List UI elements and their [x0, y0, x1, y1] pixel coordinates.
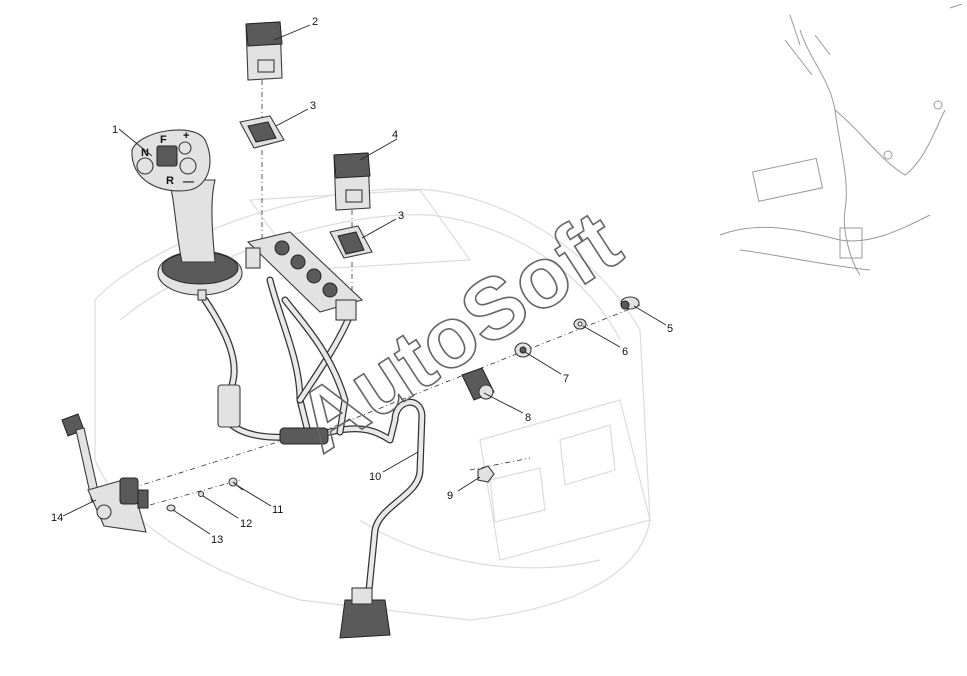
callout-10: 10 — [369, 471, 381, 483]
switch-panel-block — [245, 231, 364, 321]
callout-14: 14 — [51, 512, 63, 524]
callout-3a: 3 — [310, 100, 316, 112]
switch-part-8 — [461, 367, 495, 401]
leader-lines — [62, 24, 667, 535]
callout-2: 2 — [312, 16, 318, 28]
pedal-part-14 — [61, 413, 149, 533]
callout-12: 12 — [240, 518, 252, 530]
callout-8: 8 — [525, 412, 531, 424]
joystick-part-1: N F R + — — [131, 129, 243, 301]
knob-label-r: R — [166, 175, 174, 187]
knob-label-n: N — [141, 147, 149, 159]
knob-label-f: F — [160, 134, 167, 146]
switch-module-part-4 — [333, 152, 371, 211]
bezel-frame-part-3a — [239, 115, 285, 149]
callout-labels: 1 2 3 3 4 5 6 7 8 9 10 11 12 13 14 — [51, 16, 673, 546]
washer-part-12 — [197, 490, 205, 498]
knob-label-plus: + — [183, 130, 189, 142]
switch-module-part-2 — [245, 21, 283, 81]
callout-5: 5 — [667, 323, 673, 335]
callout-1: 1 — [112, 124, 118, 136]
callout-11: 11 — [272, 504, 283, 516]
callout-9: 9 — [447, 490, 453, 502]
callout-4: 4 — [392, 129, 398, 141]
washer-part-6 — [573, 318, 587, 330]
wiring-harness — [201, 276, 426, 639]
washer-part-13 — [166, 504, 176, 512]
knob-label-minus: — — [183, 176, 194, 188]
callout-7: 7 — [563, 373, 569, 385]
bezel-frame-part-3b — [329, 225, 373, 259]
nut-part-7 — [514, 342, 532, 358]
harness-overview-thumbnail — [719, 3, 963, 276]
callout-3b: 3 — [398, 210, 404, 222]
callout-13: 13 — [211, 534, 223, 546]
callout-6: 6 — [622, 346, 628, 358]
